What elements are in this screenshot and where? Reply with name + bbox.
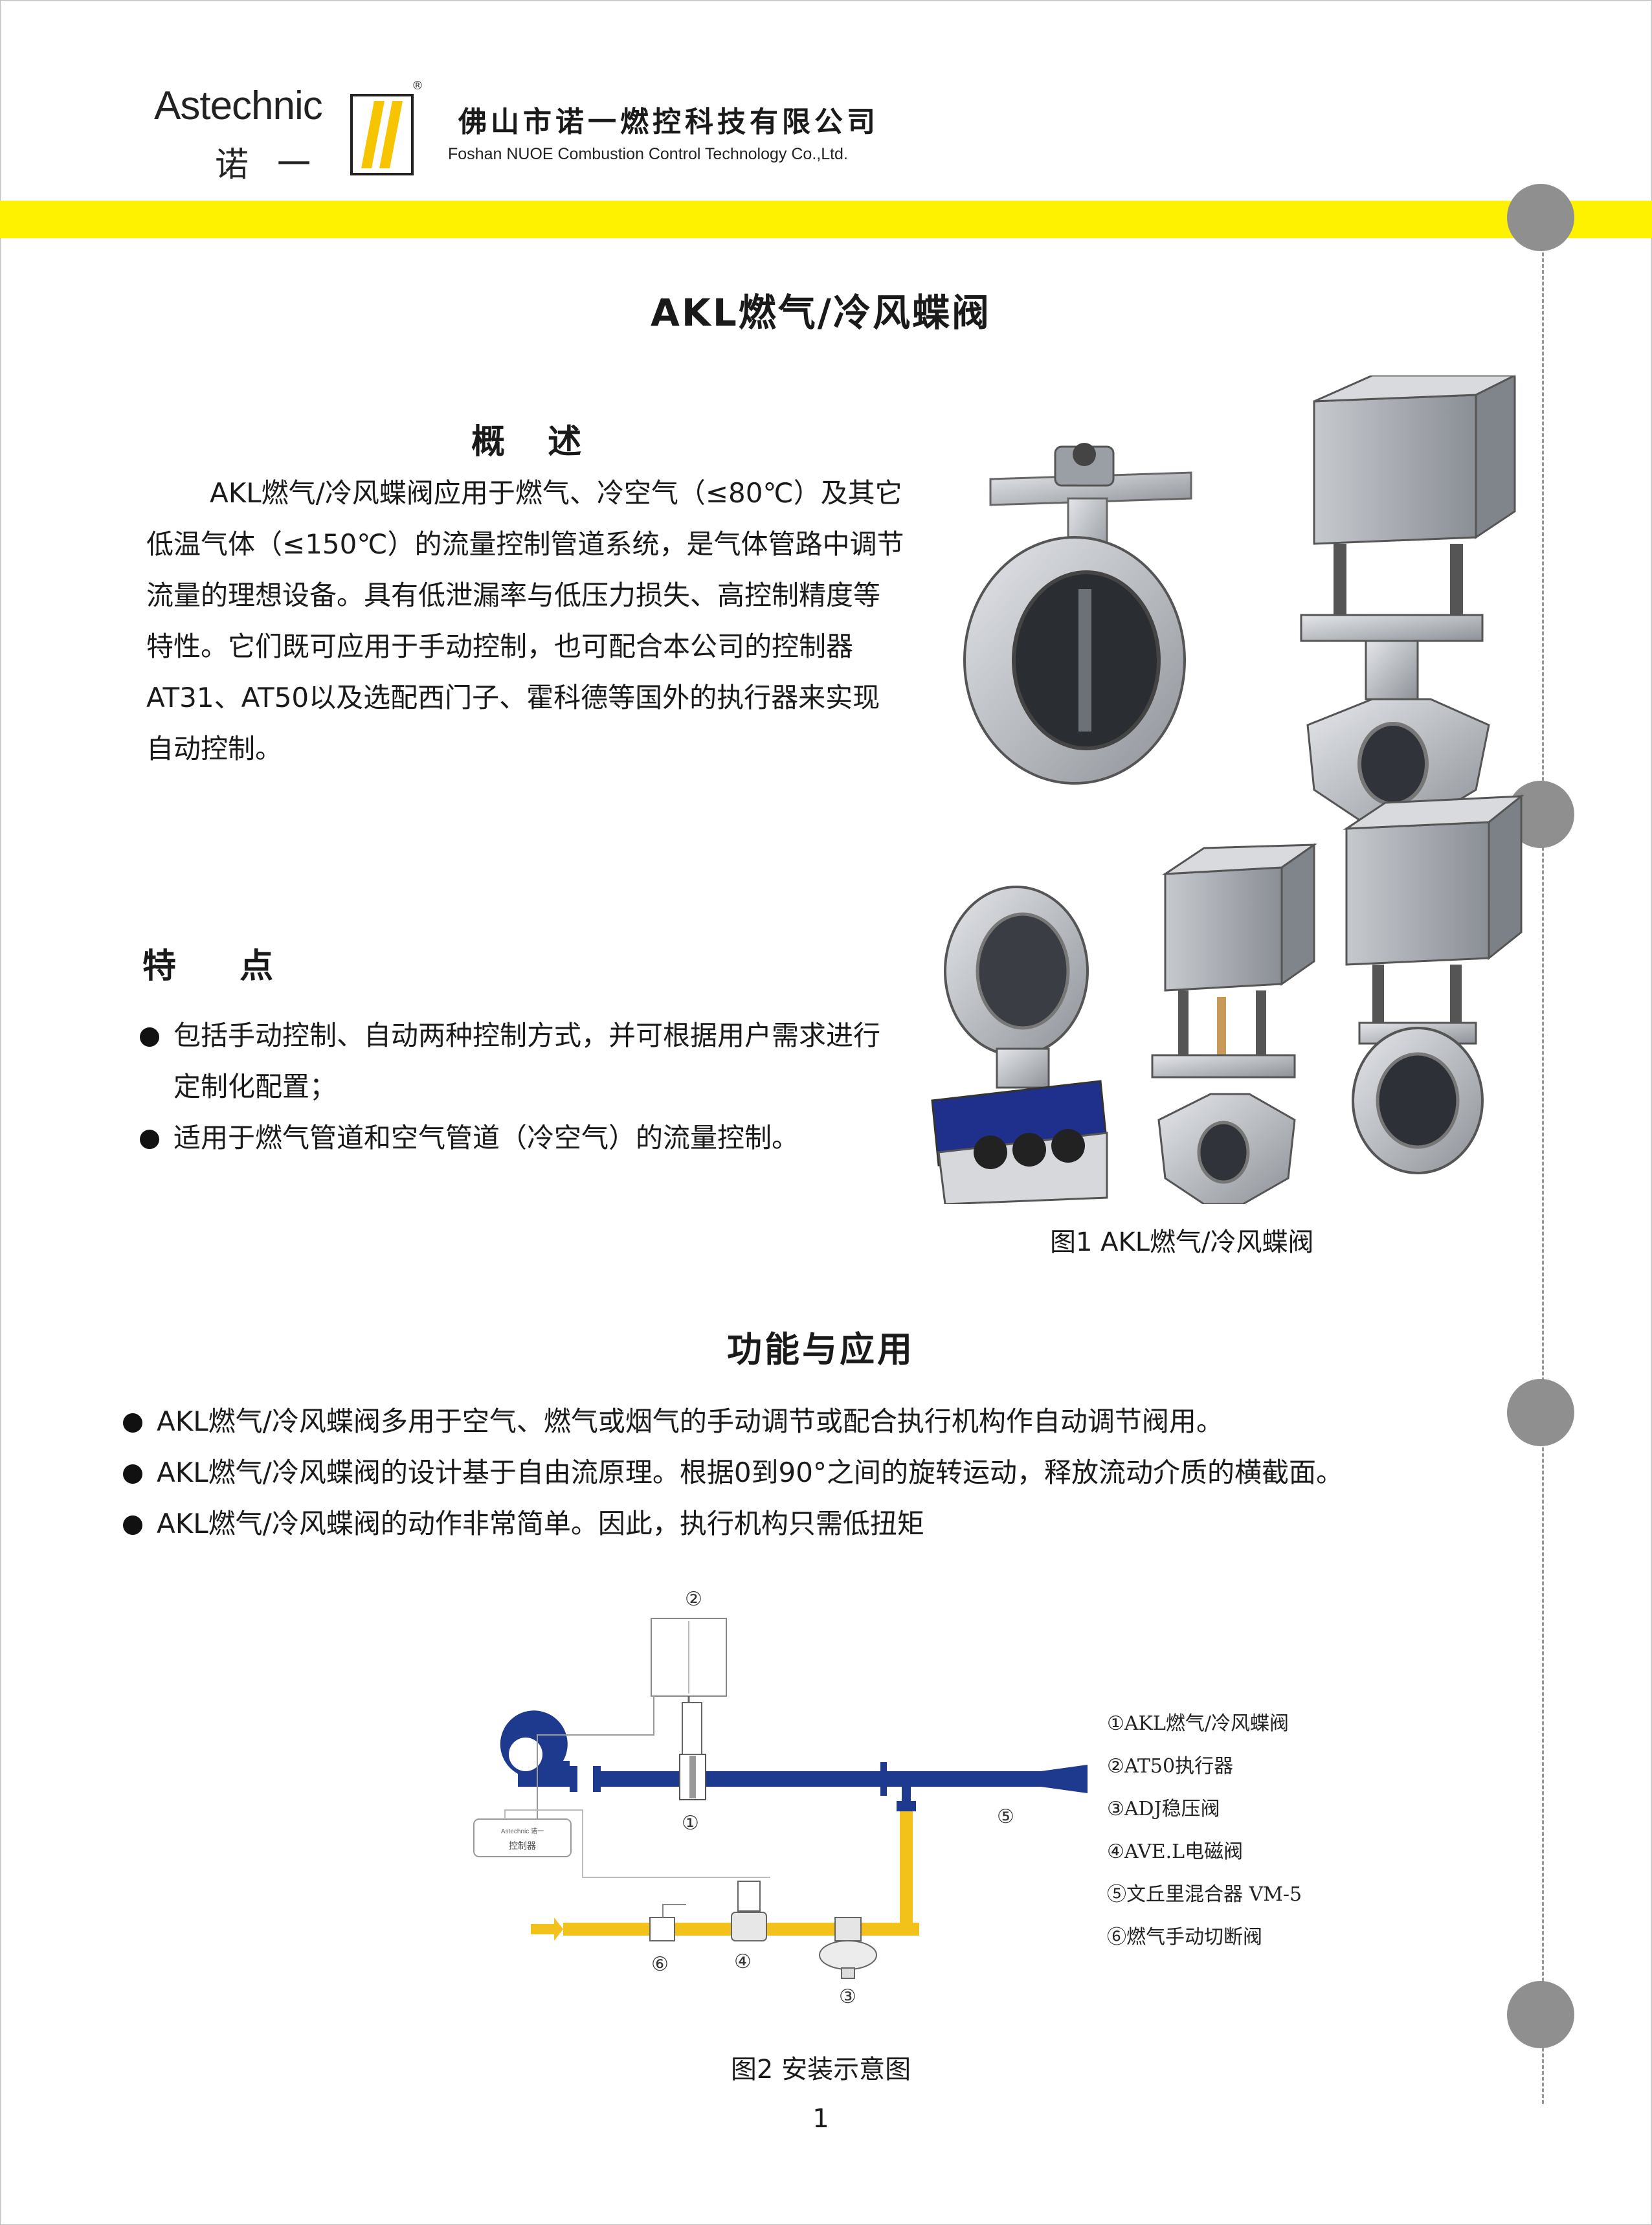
- side-circle-4: [1507, 1981, 1574, 2048]
- overview-text: AKL燃气/冷风蝶阀应用于燃气、冷空气（≤80℃）及其它低温气体（≤150℃）的…: [146, 477, 904, 765]
- feature-text-2: 适用于燃气管道和空气管道（冷空气）的流量控制。: [173, 1122, 799, 1154]
- solenoid-valve-icon: [737, 1881, 761, 1912]
- function-item-3: AKL燃气/冷风蝶阀的动作非常简单。因此，执行机构只需低扭矩: [123, 1498, 1547, 1549]
- feature-item-1: 包括手动控制、自动两种控制方式，并可根据用户需求进行定制化配置；: [140, 1010, 884, 1112]
- flange-icon: [880, 1762, 887, 1796]
- company-name-en: Foshan NUOE Combustion Control Technolog…: [448, 145, 848, 163]
- actuator-valve-image: [1300, 375, 1516, 830]
- feature-item-2: 适用于燃气管道和空气管道（冷空气）的流量控制。: [140, 1112, 884, 1163]
- legend-item-4: ④AVE.L电磁阀: [1107, 1840, 1244, 1863]
- small-actuator-valve-image: [1151, 843, 1317, 1204]
- header-band: [0, 201, 1652, 238]
- bullet-icon: [123, 1413, 142, 1433]
- large-actuator-valve-image: [1343, 794, 1524, 1174]
- function-text-1: AKL燃气/冷风蝶阀多用于空气、燃气或烟气的手动调节或配合执行机构作自动调节阀用…: [157, 1405, 1223, 1437]
- marker-5: ⑤: [997, 1806, 1014, 1828]
- controller-icon: [473, 1818, 572, 1857]
- page-number: 1: [812, 2104, 829, 2134]
- legend-item-5: ⑤文丘里混合器 VM-5: [1107, 1883, 1302, 1906]
- registered-mark: ®: [412, 79, 423, 93]
- marker-1: ①: [682, 1812, 699, 1835]
- company-name-cn: 佛山市诺一燃控科技有限公司: [458, 106, 879, 139]
- venturi-outlet: [1041, 1765, 1088, 1793]
- legend-item-6: ⑥燃气手动切断阀: [1107, 1926, 1262, 1949]
- terminal-box-valve-image: [931, 886, 1108, 1204]
- function-text-2: AKL燃气/冷风蝶阀的设计基于自由流原理。根据0到90°之间的旋转运动，释放流动…: [157, 1457, 1343, 1488]
- side-dashed-line: [1542, 194, 1544, 2104]
- manual-valve-image: [963, 443, 1192, 785]
- logo-slash-icon: [350, 94, 414, 175]
- page-title: AKL燃气/冷风蝶阀: [651, 291, 991, 335]
- function-list: AKL燃气/冷风蝶阀多用于空气、燃气或烟气的手动调节或配合执行机构作自动调节阀用…: [123, 1396, 1547, 1549]
- figure1-caption: 图1 AKL燃气/冷风蝶阀: [1050, 1227, 1314, 1257]
- installation-diagram: Astechnic 诺一 控制器 ② ① ⑤ ⑥ ④ ③: [473, 1588, 1088, 2008]
- overview-paragraph: AKL燃气/冷风蝶阀应用于燃气、冷空气（≤80℃）及其它低温气体（≤150℃）的…: [146, 467, 905, 774]
- fan-icon: [500, 1710, 570, 1787]
- brand-name-en: Astechnic: [154, 84, 323, 128]
- side-circle-1: [1507, 184, 1574, 251]
- flange-icon: [593, 1766, 601, 1792]
- features-list: 包括手动控制、自动两种控制方式，并可根据用户需求进行定制化配置； 适用于燃气管道…: [140, 1010, 884, 1163]
- shutoff-valve-icon: [649, 1917, 675, 1941]
- figure2-caption: 图2 安装示意图: [730, 2055, 911, 2085]
- controller-label: 控制器: [509, 1841, 536, 1851]
- function-item-1: AKL燃气/冷风蝶阀多用于空气、燃气或烟气的手动调节或配合执行机构作自动调节阀用…: [123, 1396, 1547, 1447]
- side-circle-3: [1507, 1379, 1574, 1446]
- marker-6: ⑥: [651, 1953, 669, 1976]
- controller-logo: Astechnic 诺一: [501, 1828, 544, 1835]
- features-heading: 特 点: [142, 947, 300, 986]
- marker-3: ③: [839, 1985, 856, 2008]
- function-item-2: AKL燃气/冷风蝶阀的设计基于自由流原理。根据0到90°之间的旋转运动，释放流动…: [123, 1447, 1547, 1498]
- bullet-icon: [123, 1515, 142, 1535]
- gas-inlet-arrow-icon: [531, 1918, 563, 1941]
- marker-2: ②: [685, 1588, 702, 1611]
- bullet-icon: [140, 1027, 159, 1047]
- flange-icon: [570, 1766, 577, 1792]
- regulator-icon: [819, 1917, 877, 1979]
- bullet-icon: [123, 1464, 142, 1484]
- marker-4: ④: [734, 1951, 752, 1973]
- bullet-icon: [140, 1130, 159, 1149]
- legend-item-3: ③ADJ稳压阀: [1107, 1798, 1220, 1820]
- figure1-valve-illustrations: [931, 375, 1524, 1204]
- feature-text-1: 包括手动控制、自动两种控制方式，并可根据用户需求进行定制化配置；: [173, 1020, 881, 1102]
- overview-heading: 概 述: [471, 423, 597, 462]
- air-pipe: [601, 1771, 1041, 1787]
- brand-name-cn: 诺一: [215, 146, 340, 184]
- function-heading: 功能与应用: [727, 1329, 915, 1370]
- legend-item-1: ①AKL燃气/冷风蝶阀: [1107, 1712, 1289, 1735]
- diagram-legend: ①AKL燃气/冷风蝶阀 ②AT50执行器 ③ADJ稳压阀 ④AVE.L电磁阀 ⑤…: [1107, 1703, 1302, 1959]
- legend-item-2: ②AT50执行器: [1107, 1755, 1234, 1778]
- function-text-3: AKL燃气/冷风蝶阀的动作非常简单。因此，执行机构只需低扭矩: [157, 1508, 924, 1539]
